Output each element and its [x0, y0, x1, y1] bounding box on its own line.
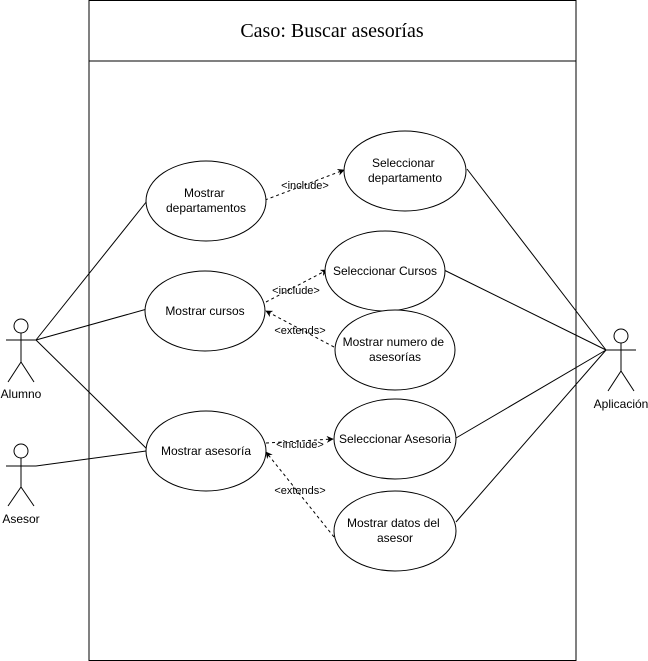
svg-text:Seleccionar Cursos: Seleccionar Cursos [333, 264, 437, 278]
assoc-aplicacion-seleccionar-asesoria [455, 349, 607, 439]
actor-leg-left [7, 361, 22, 383]
actor-leg-left [7, 486, 22, 507]
actor-leg-right [20, 361, 35, 383]
actor-leg-right [20, 486, 35, 507]
svg-text:Seleccionar Asesoria: Seleccionar Asesoria [339, 432, 451, 446]
actor-alumno: Alumno [1, 318, 42, 401]
actor-label-asesor: Asesor [2, 512, 39, 526]
use-case-label-line: Seleccionar Cursos [333, 264, 437, 278]
use-case-label-line: departamentos [166, 201, 246, 215]
include-label-departamento: <include> [281, 180, 329, 192]
include-arrow-departamento [264, 168, 345, 201]
svg-text:Mostrar asesoría: Mostrar asesoría [161, 444, 251, 458]
use-case-mostrar-asesoria: Mostrar asesoría [145, 410, 267, 492]
use-case-label-line: asesorías [369, 350, 421, 364]
actor-head [13, 318, 29, 334]
use-case-mostrar-cursos: Mostrar cursos [144, 270, 266, 352]
actor-aplicacion: Aplicación [594, 328, 648, 411]
actor-label-alumno: Alumno [1, 387, 42, 401]
use-case-mostrar-numero-asesorias: Mostrar numero de asesorías [334, 309, 456, 391]
assoc-asesor-mostrar-asesoria [35, 450, 147, 467]
use-case-label-line: Mostrar numero de [343, 335, 445, 349]
assoc-alumno-mostrar-asesoria [35, 339, 150, 452]
use-case-label-line: Mostrar [184, 186, 225, 200]
extends-arrow-numero [265, 310, 335, 348]
extends-arrow-datos [265, 451, 335, 538]
assoc-aplicacion-mostrar-datos-asesor [455, 349, 607, 523]
use-case-label-line: Mostrar asesoría [161, 444, 251, 458]
actor-asesor: Asesor [2, 443, 40, 526]
use-case-seleccionar-asesoria: Seleccionar Asesoria [333, 398, 457, 480]
extends-label-numero: <extends> [274, 325, 325, 337]
use-case-label-line: departamento [368, 171, 442, 185]
assoc-aplicacion-seleccionar-cursos [443, 269, 607, 351]
use-case-label-line: Mostrar datos del [347, 516, 440, 530]
use-case-label-line: Seleccionar Asesoria [339, 432, 451, 446]
include-arrow-asesoria [265, 435, 334, 444]
svg-text:Seleccionar departamento: Seleccionar departamento [368, 156, 442, 185]
include-label-asesoria: <include> [276, 439, 324, 451]
actor-head [613, 328, 629, 344]
use-case-mostrar-datos-asesor: Mostrar datos del asesor [333, 490, 457, 572]
use-case-seleccionar-cursos: Seleccionar Cursos [324, 230, 446, 312]
actor-label-aplicacion: Aplicación [594, 397, 648, 411]
svg-text:Mostrar numero de asesor: Mostrar numero de asesorías [343, 335, 448, 364]
actor-leg-left [607, 370, 622, 392]
assoc-alumno-mostrar-cursos [35, 308, 148, 341]
extends-label-datos: <extends> [274, 485, 325, 497]
svg-text:Mostrar cursos: Mostrar cursos [165, 304, 244, 318]
actor-leg-right [620, 370, 635, 392]
use-case-mostrar-departamentos: Mostrar departamentos [145, 160, 267, 242]
actor-head [13, 443, 29, 459]
assoc-alumno-mostrar-departamentos [35, 200, 148, 341]
include-label-cursos: <include> [272, 285, 320, 297]
use-case-seleccionar-departamento: Seleccionar departamento [343, 130, 467, 212]
svg-text:Mostrar datos del asesor: Mostrar datos del asesor [347, 516, 443, 545]
use-case-label-line: Seleccionar [372, 156, 435, 170]
use-case-label-line: asesor [377, 531, 413, 545]
use-case-label-line: Mostrar cursos [165, 304, 244, 318]
system-title: Caso: Buscar asesorías [240, 20, 424, 42]
assoc-aplicacion-seleccionar-departamento [466, 168, 607, 351]
svg-text:Mostrar departamentos: Mostrar departamentos [166, 186, 246, 215]
